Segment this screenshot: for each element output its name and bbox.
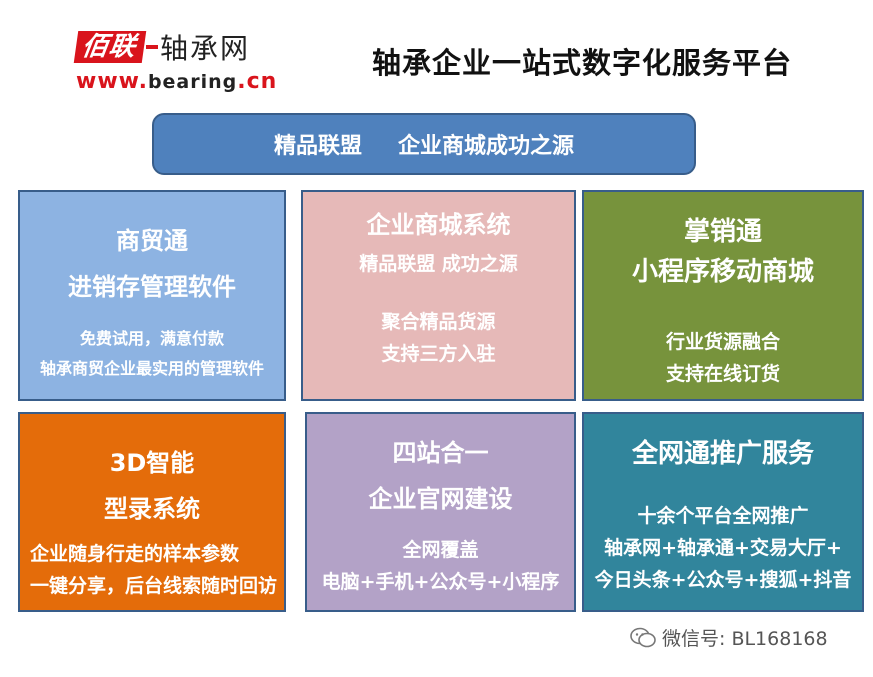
card-title: 小程序移动商城 (631, 257, 814, 287)
logo-url: www.bearing.cn (76, 69, 278, 94)
card-title: 四站合一 (392, 439, 489, 467)
card-zhangxiaotong[interactable]: 掌销通 小程序移动商城 行业货源融合 支持在线订货 (582, 190, 864, 401)
logo-name: 轴承网 (160, 32, 251, 65)
card-desc: 免费试用，满意付款 (79, 329, 224, 348)
card-subtitle: 精品联盟 成功之源 (359, 253, 518, 275)
card-desc: 轴承网+轴承通+交易大厅+ (604, 537, 842, 559)
card-title: 商贸通 (116, 227, 188, 255)
card-desc: 一键分享，后台线索随时回访 (30, 575, 278, 597)
card-enterprise-mall[interactable]: 企业商城系统 精品联盟 成功之源 聚合精品货源 支持三方入驻 (301, 190, 576, 401)
card-desc: 支持在线订货 (665, 363, 780, 385)
banner-left-text: 精品联盟 (273, 134, 362, 159)
slogan-banner: 精品联盟 企业商城成功之源 (152, 113, 696, 175)
card-title: 企业官网建设 (368, 485, 513, 513)
page-title: 轴承企业一站式数字化服务平台 (372, 46, 793, 80)
logo-badge: 佰联 (73, 31, 147, 63)
card-3d-catalog[interactable]: 3D智能 型录系统 企业随身行走的样本参数 一键分享，后台线索随时回访 (18, 412, 286, 612)
brand-logo: 佰联 轴承网 www.bearing.cn (73, 30, 306, 100)
card-desc: 聚合精品货源 (381, 311, 496, 333)
card-network-promotion[interactable]: 全网通推广服务 十余个平台全网推广 轴承网+轴承通+交易大厅+ 今日头条+公众号… (582, 412, 864, 612)
card-title: 进销存管理软件 (68, 273, 236, 301)
card-desc: 全网覆盖 (402, 539, 479, 561)
wechat-label: 微信号: BL168168 (662, 628, 828, 650)
card-title: 掌销通 (683, 217, 762, 247)
card-title: 型录系统 (104, 495, 200, 523)
card-desc: 轴承商贸企业最实用的管理软件 (39, 359, 264, 378)
banner-right-text: 企业商城成功之源 (398, 134, 575, 159)
card-desc: 十余个平台全网推广 (637, 505, 809, 527)
card-title: 全网通推广服务 (631, 439, 814, 469)
card-desc: 行业货源融合 (665, 331, 780, 353)
card-title: 企业商城系统 (366, 211, 511, 239)
card-website-building[interactable]: 四站合一 企业官网建设 全网覆盖 电脑+手机+公众号+小程序 (305, 412, 576, 612)
card-desc: 电脑+手机+公众号+小程序 (321, 571, 560, 593)
card-desc: 企业随身行走的样本参数 (30, 543, 240, 565)
card-shangmaotong[interactable]: 商贸通 进销存管理软件 免费试用，满意付款 轴承商贸企业最实用的管理软件 (18, 190, 286, 401)
logo-dash (146, 45, 159, 49)
card-title: 3D智能 (109, 449, 195, 477)
wechat-id: 微信号: BL168168 (630, 624, 828, 651)
card-desc: 今日头条+公众号+搜狐+抖音 (594, 569, 852, 591)
card-desc: 支持三方入驻 (381, 343, 496, 365)
wechat-icon (630, 627, 656, 647)
